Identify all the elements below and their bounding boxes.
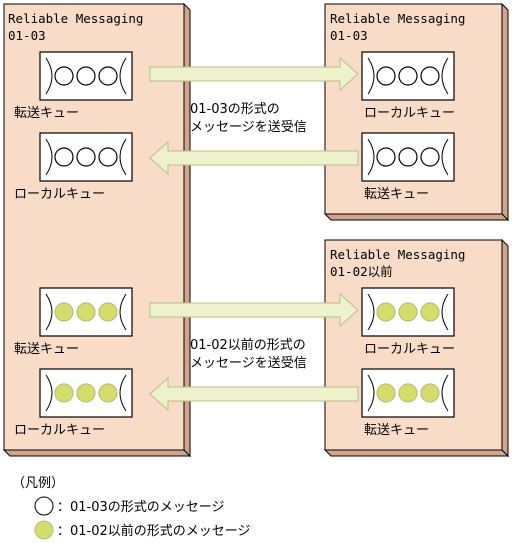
legend-old-format-marker bbox=[34, 520, 54, 540]
right-bottom-queue-label-2: 転送キュー bbox=[364, 423, 429, 438]
legend: （凡例） ：01-03の形式のメッセージ ：01-02以前の形式のメッセージ bbox=[12, 476, 251, 540]
arrow-lower-send bbox=[149, 292, 359, 328]
new-format-message-icon bbox=[420, 147, 440, 167]
left-queue-label-3: 転送キュー bbox=[14, 342, 79, 357]
new-format-message-icon bbox=[98, 66, 118, 86]
new-format-message-icon bbox=[376, 147, 396, 167]
left-queue-3-icon bbox=[39, 287, 133, 337]
right-top-title-line1: Reliable Messaging bbox=[330, 11, 465, 26]
old-format-message-icon bbox=[98, 383, 118, 403]
upper-exchange-label-line1: 01-03の形式の bbox=[190, 102, 280, 117]
new-format-message-icon bbox=[420, 66, 440, 86]
right-bottom-title-line1: Reliable Messaging bbox=[330, 247, 465, 262]
old-format-message-icon bbox=[420, 302, 440, 322]
left-queue-2-icon bbox=[39, 132, 133, 182]
left-node-title-line1: Reliable Messaging bbox=[8, 11, 143, 26]
legend-old-format-text: ：01-02以前の形式のメッセージ bbox=[57, 523, 251, 539]
lower-exchange-label-line1: 01-02以前の形式の bbox=[190, 337, 306, 353]
legend-new-format-text: ：01-03の形式のメッセージ bbox=[57, 500, 225, 515]
arrow-lower-receive bbox=[149, 376, 359, 412]
arrow-upper-receive bbox=[149, 140, 359, 176]
old-format-message-icon bbox=[98, 302, 118, 322]
left-queue-label-2: ローカルキュー bbox=[14, 187, 105, 202]
old-format-message-icon bbox=[398, 302, 418, 322]
left-queue-label-1: 転送キュー bbox=[14, 106, 79, 121]
lower-exchange-label-line2: メッセージを送受信 bbox=[190, 356, 307, 371]
queues-layer bbox=[39, 51, 455, 418]
right-top-title-line2: 01-03 bbox=[330, 28, 368, 43]
old-format-message-icon bbox=[76, 302, 96, 322]
right-top-queue-1-icon bbox=[361, 51, 455, 101]
upper-exchange-label-line2: メッセージを送受信 bbox=[190, 120, 307, 135]
new-format-message-icon bbox=[54, 66, 74, 86]
old-format-message-icon bbox=[54, 383, 74, 403]
new-format-message-icon bbox=[76, 66, 96, 86]
right-top-queue-label-1: ローカルキュー bbox=[364, 106, 455, 121]
old-format-message-icon bbox=[398, 383, 418, 403]
right-bottom-title-line2: 01-02以前 bbox=[330, 264, 393, 279]
left-node-title-line2: 01-03 bbox=[8, 28, 46, 43]
new-format-message-icon bbox=[98, 147, 118, 167]
old-format-message-icon bbox=[54, 302, 74, 322]
right-bottom-queue-1-icon bbox=[361, 287, 455, 337]
right-bottom-queue-label-1: ローカルキュー bbox=[364, 342, 455, 357]
right-bottom-queue-2-icon bbox=[361, 368, 455, 418]
legend-title: （凡例） bbox=[12, 476, 64, 491]
left-queue-label-4: ローカルキュー bbox=[14, 423, 105, 438]
old-format-message-icon bbox=[376, 383, 396, 403]
left-queue-4-icon bbox=[39, 368, 133, 418]
old-format-message-icon bbox=[420, 383, 440, 403]
right-top-queue-label-2: 転送キュー bbox=[364, 187, 429, 202]
old-format-message-icon bbox=[376, 302, 396, 322]
left-queue-1-icon bbox=[39, 51, 133, 101]
new-format-message-icon bbox=[54, 147, 74, 167]
right-top-queue-2-icon bbox=[361, 132, 455, 182]
new-format-message-icon bbox=[398, 66, 418, 86]
new-format-message-icon bbox=[76, 147, 96, 167]
old-format-message-icon bbox=[76, 383, 96, 403]
new-format-message-icon bbox=[376, 66, 396, 86]
arrow-upper-send bbox=[149, 56, 359, 92]
new-format-message-icon bbox=[398, 147, 418, 167]
legend-new-format-marker bbox=[34, 496, 54, 516]
